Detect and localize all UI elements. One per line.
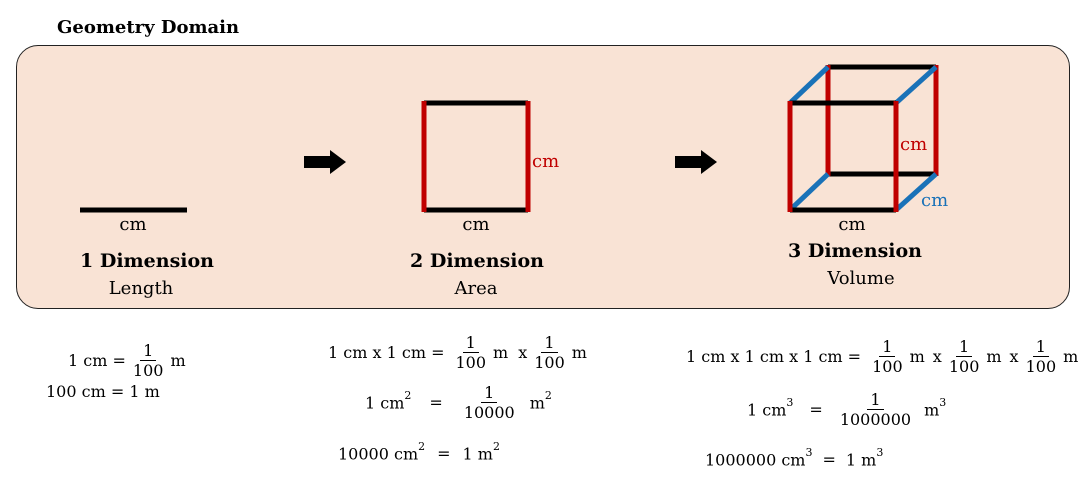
area-square (421, 100, 531, 213)
volume-depth-unit-label: cm (921, 190, 949, 211)
volume-cube (787, 64, 939, 213)
dimension-1-heading: 1 Dimension (80, 250, 214, 272)
dimension-1-subheading: Length (108, 278, 174, 299)
length-conversion-total: 100 cm = 1 m (46, 382, 160, 401)
arrow-right-icon (675, 150, 717, 174)
volume-conversion-total: 1000000 cm3 = 1 m3 (705, 446, 884, 470)
arrow-right-icon (304, 150, 346, 174)
dimension-2-heading: 2 Dimension (410, 250, 544, 272)
area-bottom-unit-label: cm (462, 214, 490, 235)
dimension-2-subheading: Area (454, 278, 498, 299)
area-side-unit-label: cm (532, 151, 560, 172)
volume-height-unit-label: cm (900, 134, 928, 155)
dimension-3-heading: 3 Dimension (788, 240, 922, 262)
dimension-3-subheading: Volume (827, 268, 895, 289)
length-unit-label: cm (119, 214, 147, 235)
volume-bottom-unit-label: cm (838, 214, 866, 235)
page-title: Geometry Domain (57, 17, 240, 38)
area-conversion-total: 10000 cm2 = 1 m2 (338, 440, 500, 464)
